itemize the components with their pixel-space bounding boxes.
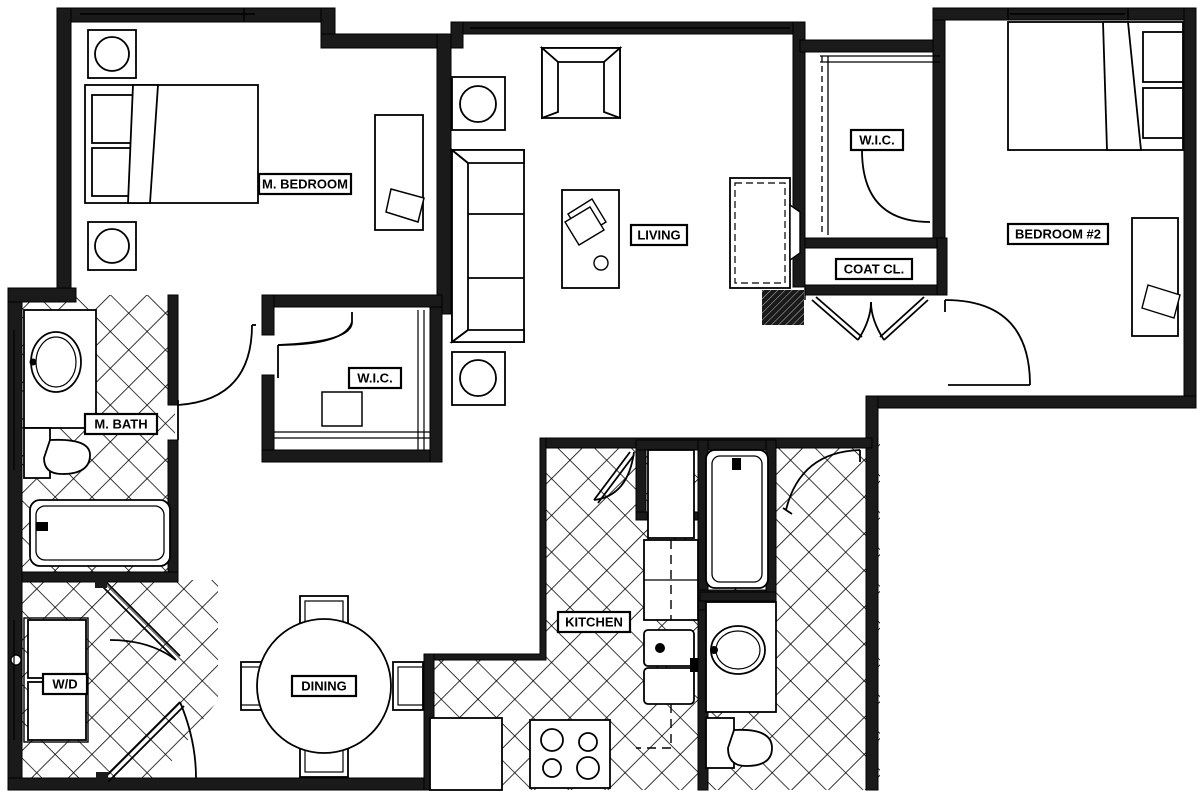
door-master-bath [177, 324, 256, 440]
artwork [385, 188, 425, 223]
sofa-back [451, 148, 469, 344]
door-kitchen-pantry [593, 451, 635, 504]
room-label-laundry: W/D [41, 672, 89, 696]
pillow-upper [1142, 31, 1184, 83]
room-label-text: LIVING [637, 227, 680, 242]
vanity-sink [710, 625, 766, 675]
room-label-wic-bedroom2: W.I.C. [849, 128, 905, 152]
fixtures-kitchen [429, 449, 699, 791]
furniture-master-bedroom [84, 29, 425, 271]
pillow-lower [91, 147, 135, 197]
lamp-top [459, 85, 497, 123]
room-label-text: DINING [301, 678, 347, 693]
armchair-arm-l [541, 46, 559, 120]
furniture-living-room [449, 46, 801, 406]
room-label-text: BEDROOM #2 [1015, 226, 1101, 241]
lamp-bottom [459, 359, 497, 397]
headboard [1102, 21, 1142, 151]
faucet [655, 643, 665, 653]
pantry-cabinet [647, 449, 695, 539]
cooktop [529, 719, 611, 789]
tub-drain [36, 522, 48, 531]
sofa-arm-bottom [449, 329, 525, 343]
room-label-text: M. BATH [94, 416, 147, 431]
furniture-bedroom-2 [1007, 21, 1184, 337]
sofa-arm-top [449, 149, 525, 164]
vanity-sink [30, 331, 82, 393]
faucet [710, 646, 718, 654]
interior-detail-lines [80, 8, 1129, 300]
fixtures-master-bath [23, 309, 171, 567]
room-label-text: M. BEDROOM [262, 176, 348, 191]
room-label-dining: DINING [290, 674, 358, 698]
lamp-bottom [94, 228, 130, 264]
door-bedroom2-wic [861, 149, 931, 223]
bathtub [29, 499, 171, 567]
burner-4 [576, 756, 600, 780]
fixtures-bath-2 [705, 449, 777, 769]
room-label-m-bath: M. BATH [83, 412, 159, 436]
room-label-kitchen: KITCHEN [556, 610, 632, 634]
washer [27, 619, 87, 679]
exterior-walls [7, 7, 1197, 791]
room-label-coat-closet: COAT CL. [834, 257, 914, 281]
wic-master-shelving [274, 310, 430, 450]
console-dashed [734, 182, 786, 284]
wic-box [321, 391, 363, 427]
wic-bedroom2-shelving [820, 55, 940, 235]
pillow-upper [91, 94, 135, 144]
tub-drain [732, 458, 741, 470]
decor-bowl [593, 255, 609, 271]
toilet-bowl [43, 438, 91, 475]
room-label-bedroom-2: BEDROOM #2 [1006, 222, 1110, 246]
room-label-wic-master: W.I.C. [347, 366, 403, 390]
door-coat-closet [811, 296, 929, 341]
room-label-m-bedroom: M. BEDROOM [257, 172, 353, 196]
door-laundry [95, 578, 197, 784]
room-label-text: W.I.C. [357, 370, 392, 385]
column-poche [762, 290, 804, 325]
tv [789, 203, 801, 262]
bathtub [705, 449, 769, 589]
plumbing-dot [10, 654, 22, 666]
media-console [729, 177, 791, 289]
artwork [1141, 284, 1181, 319]
door-master-wic [277, 312, 353, 378]
room-labels: M. BEDROOM LIVING W.I.C. W.I.C. BEDROOM … [41, 128, 1110, 698]
door-bedroom2 [944, 299, 1031, 386]
burner-2 [578, 732, 598, 752]
sink-basin-1 [643, 629, 695, 667]
armchair-arm-r [603, 46, 621, 120]
toilet-bowl [727, 728, 773, 767]
room-label-text: W.I.C. [859, 132, 894, 147]
lamp-top [94, 36, 130, 72]
burner-1 [540, 728, 564, 752]
headboard [127, 84, 159, 204]
room-label-text: KITCHEN [565, 614, 623, 629]
room-label-living: LIVING [629, 223, 689, 247]
door-bath2 [782, 449, 861, 515]
room-label-text: COAT CL. [844, 261, 904, 276]
faucet [29, 358, 37, 366]
toilet-tank [23, 427, 51, 479]
refrigerator [429, 717, 503, 791]
room-label-text: W/D [52, 676, 77, 691]
sink-basin-2 [643, 667, 695, 705]
book-2 [564, 206, 605, 246]
burner-3 [542, 758, 562, 778]
nightstand [1131, 217, 1179, 337]
pillow-lower [1142, 87, 1184, 139]
